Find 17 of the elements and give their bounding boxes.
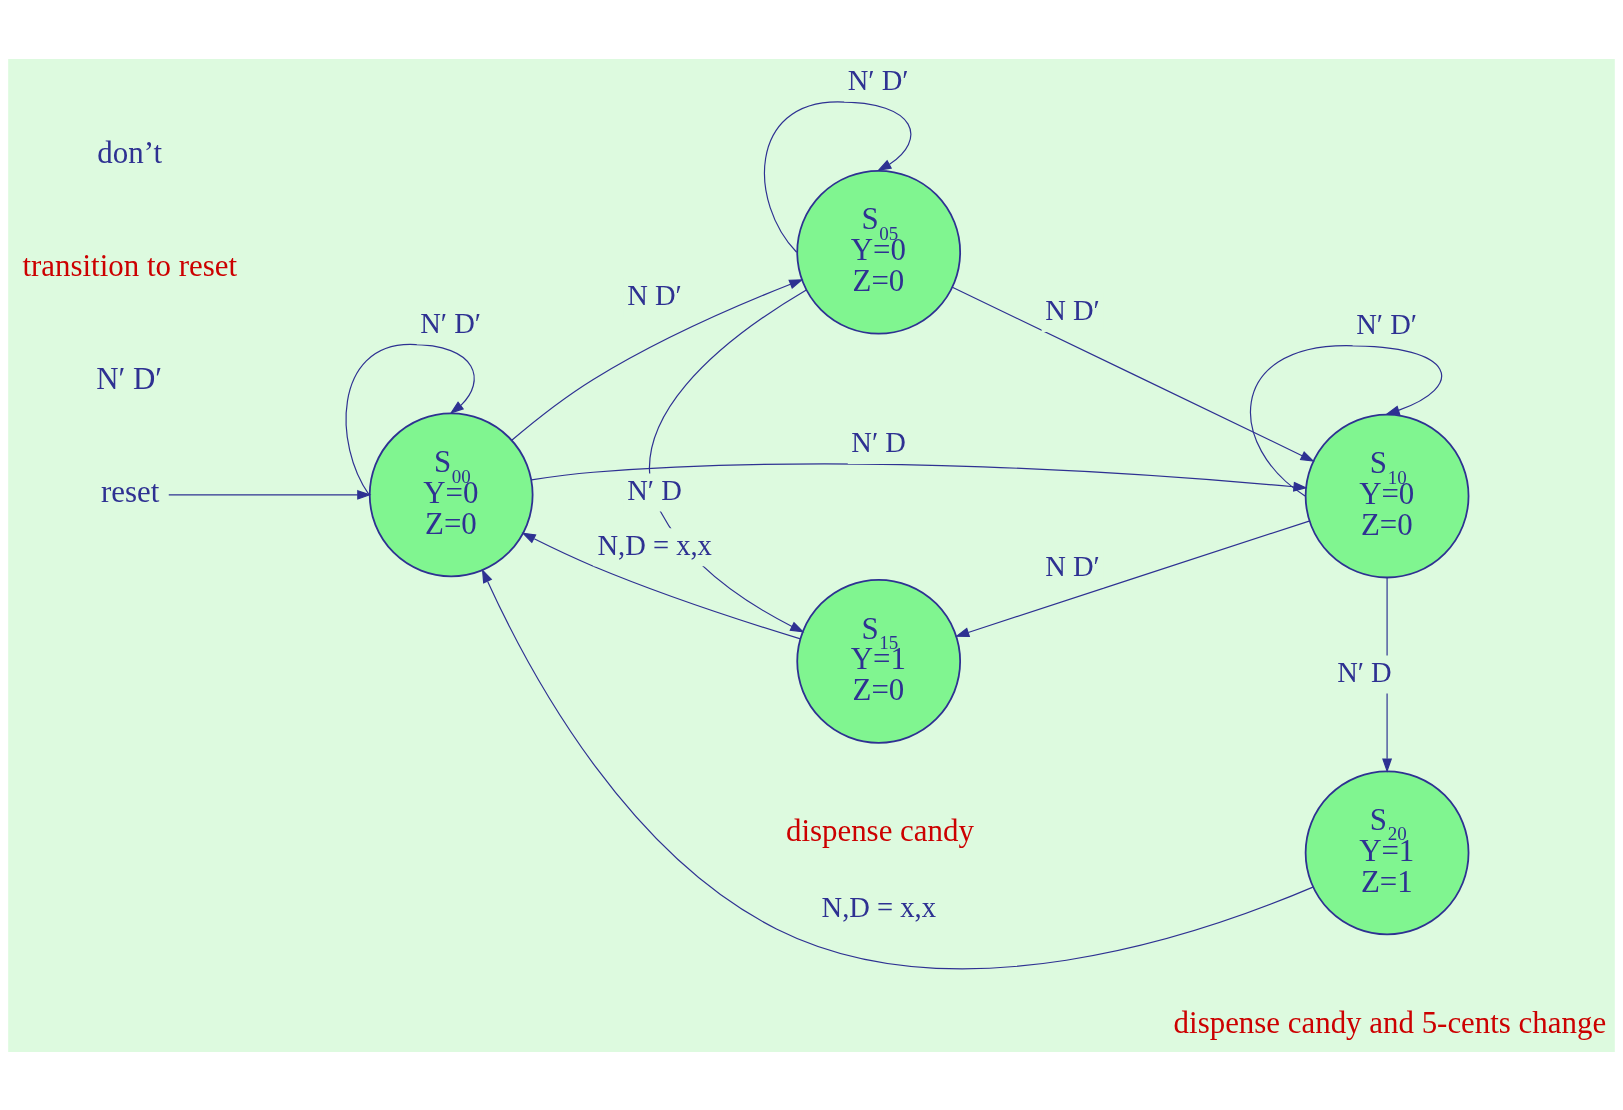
edge-label: N′ D [627,474,682,506]
label: transition to reset [22,247,238,283]
edge-label: N D′ [1045,550,1100,582]
node-text: reset [100,473,160,509]
edge-label: N′ D′ [420,307,482,339]
edge-label: N′ D [1337,656,1392,688]
edge-label: N D′ [1045,294,1100,326]
node-label: dispense candy [785,812,974,848]
edge-label: N′ D [851,426,906,458]
edge-label: N D′ [627,279,682,311]
label: N′ D′ [96,360,163,396]
node-label: dispense candy and 5-cents change [1173,1004,1607,1040]
edge-label: N′ D′ [1356,308,1417,340]
label: don’t [97,134,163,170]
edge-label: N,D = x,x [597,529,712,561]
edge-label: N′ D′ [847,64,909,96]
edge-label: N,D = x,x [821,891,936,923]
